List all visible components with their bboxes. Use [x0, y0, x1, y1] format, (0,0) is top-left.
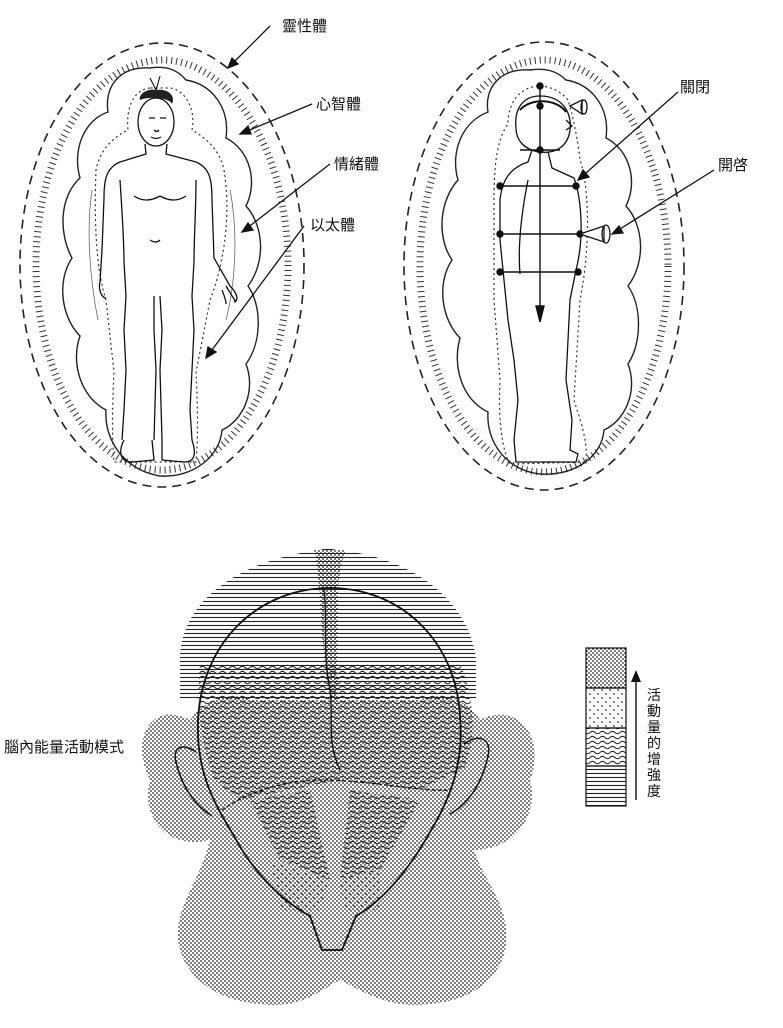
brain-energy-diagram	[142, 548, 535, 1006]
increase-arrow-icon	[631, 670, 641, 682]
legend-level-2	[585, 727, 627, 767]
legend-label: 活動量的增強度	[647, 688, 661, 800]
etheric-body-outline	[94, 87, 228, 463]
activity-legend	[585, 647, 641, 807]
side-spiritual-outline	[403, 41, 685, 491]
legend-level-4	[585, 647, 627, 689]
open-chakra-funnels	[568, 98, 611, 244]
legend-level-3	[585, 687, 627, 729]
label-mental-body: 心智體	[316, 95, 362, 113]
label-emotional-body: 情緒體	[334, 155, 380, 173]
legend-level-1	[585, 765, 627, 807]
side-label-arrows	[576, 91, 715, 235]
side-mental-hatching	[416, 56, 672, 476]
label-etheric-body: 以太體	[310, 216, 356, 234]
front-human-body	[98, 75, 238, 463]
brain-wavy-region	[198, 664, 473, 800]
label-closed: 關閉	[680, 78, 711, 96]
front-aura-figure	[19, 42, 305, 488]
emotional-body-cloud	[62, 66, 262, 477]
label-spiritual-body: 靈性體	[282, 17, 328, 35]
label-open: 開啓	[718, 156, 749, 174]
side-emotional-cloud	[441, 68, 642, 475]
side-aura-figure	[403, 41, 685, 491]
mental-body-hatching	[32, 56, 292, 474]
spiritual-body-outline	[19, 42, 305, 488]
front-label-arrows	[205, 25, 331, 360]
side-etheric-outline	[493, 85, 589, 465]
brain-caption: 腦內能量活動模式	[4, 738, 125, 756]
chakra-energy-line	[496, 82, 584, 323]
head-outline	[196, 587, 462, 951]
